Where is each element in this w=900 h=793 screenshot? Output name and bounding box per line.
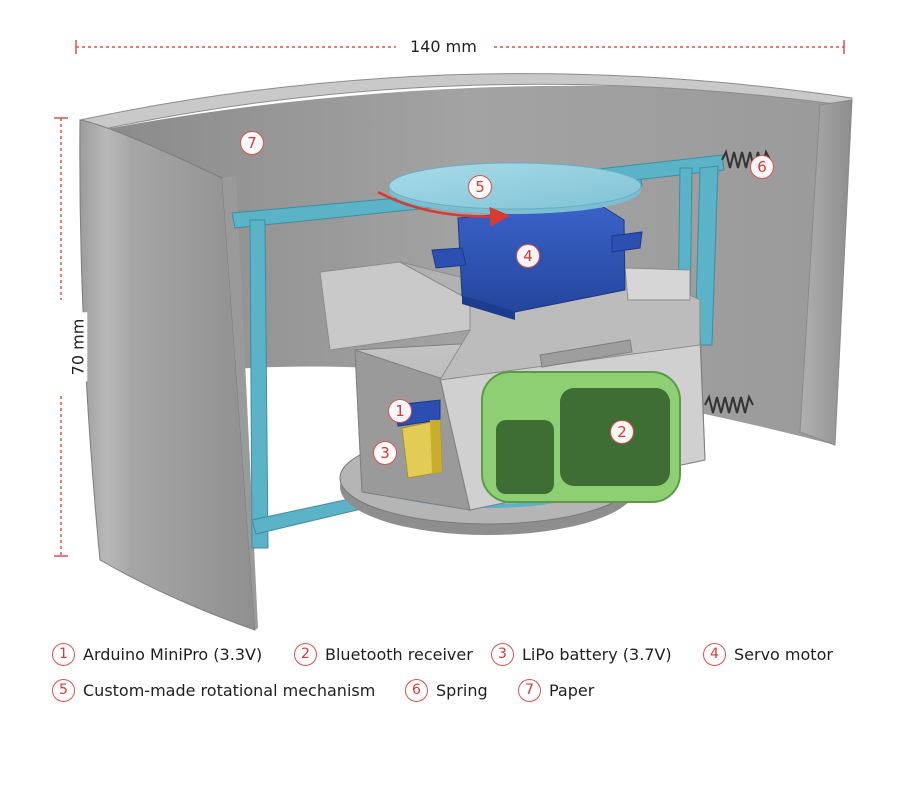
legend-item-arduino: 1 Arduino MiniPro (3.3V) <box>52 643 262 666</box>
legend-row-2: 5 Custom-made rotational mechanism 6 Spr… <box>52 679 872 715</box>
callout-battery: 3 <box>373 441 397 465</box>
callout-bluetooth: 2 <box>610 420 634 444</box>
legend-label: LiPo battery (3.7V) <box>522 645 672 664</box>
paper-left-wall <box>79 119 256 631</box>
legend-item-spring: 6 Spring <box>405 679 488 702</box>
paper-left-edge <box>222 176 258 630</box>
rotation-disc <box>388 162 642 210</box>
legend-label: Paper <box>549 681 595 700</box>
paper-right-edge <box>799 99 853 446</box>
legend: 1 Arduino MiniPro (3.3V) 2 Bluetooth rec… <box>52 643 872 715</box>
callout-paper: 7 <box>240 131 264 155</box>
servo-motor <box>431 204 643 320</box>
callout-rotation-mechanism: 5 <box>468 175 492 199</box>
legend-item-battery: 3 LiPo battery (3.7V) <box>491 643 672 666</box>
legend-item-servo: 4 Servo motor <box>703 643 833 666</box>
rotation-arrow <box>377 190 510 227</box>
width-dimension-label: 140 mm <box>404 38 483 56</box>
legend-item-rotation-mechanism: 5 Custom-made rotational mechanism <box>52 679 375 702</box>
legend-row-1: 1 Arduino MiniPro (3.3V) 2 Bluetooth rec… <box>52 643 872 679</box>
legend-label: Custom-made rotational mechanism <box>83 681 376 700</box>
bluetooth-receiver <box>481 371 681 503</box>
legend-number: 7 <box>518 679 541 702</box>
callout-spring: 6 <box>750 155 774 179</box>
height-dimension-label: 70 mm <box>68 312 88 382</box>
legend-number: 5 <box>52 679 75 702</box>
legend-label: Servo motor <box>734 645 833 664</box>
legend-number: 6 <box>405 679 428 702</box>
callout-arduino: 1 <box>388 399 412 423</box>
legend-number: 4 <box>703 643 726 666</box>
legend-label: Bluetooth receiver <box>325 645 473 664</box>
spring-bottom <box>704 394 754 414</box>
legend-item-paper: 7 Paper <box>518 679 594 702</box>
legend-label: Arduino MiniPro (3.3V) <box>83 645 263 664</box>
legend-item-bluetooth: 2 Bluetooth receiver <box>294 643 473 666</box>
callout-servo: 4 <box>516 244 540 268</box>
legend-number: 2 <box>294 643 317 666</box>
legend-number: 1 <box>52 643 75 666</box>
legend-label: Spring <box>436 681 488 700</box>
legend-number: 3 <box>491 643 514 666</box>
